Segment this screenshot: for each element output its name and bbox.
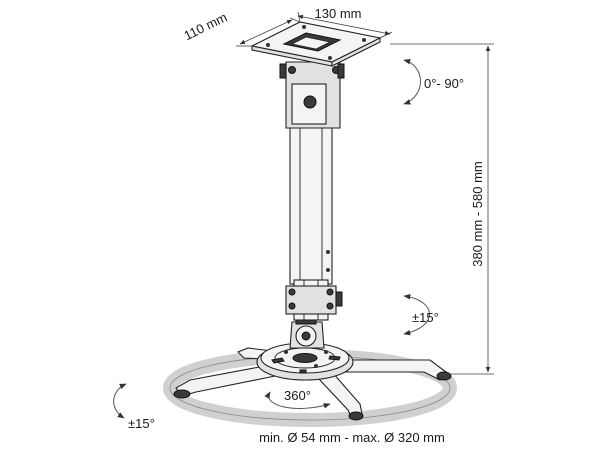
dimension-width bbox=[297, 11, 393, 39]
label-swivel: 360° bbox=[284, 388, 311, 403]
foot-left bbox=[173, 389, 191, 399]
label-width: 130 mm bbox=[315, 6, 362, 21]
tilt-base-arrow bbox=[113, 383, 127, 419]
foot-right bbox=[436, 371, 452, 381]
foot-front bbox=[348, 411, 364, 421]
label-depth: 110 mm bbox=[181, 10, 229, 44]
label-height-range: 380 mm - 580 mm bbox=[470, 161, 485, 266]
label-tilt-base: ±15° bbox=[128, 416, 155, 431]
label-tilt-top: 0°- 90° bbox=[424, 76, 464, 91]
tilt-top-arrow bbox=[403, 58, 421, 105]
tilt-joint-arrow bbox=[403, 294, 430, 336]
dimension-height bbox=[390, 43, 494, 375]
lower-joint bbox=[289, 315, 325, 349]
label-plate-range: min. Ø 54 mm - max. Ø 320 mm bbox=[259, 430, 445, 445]
dimension-depth bbox=[236, 17, 301, 47]
upper-bracket bbox=[279, 61, 345, 129]
swivel-arrow bbox=[264, 391, 331, 409]
label-tilt-joint: ±15° bbox=[412, 310, 439, 325]
